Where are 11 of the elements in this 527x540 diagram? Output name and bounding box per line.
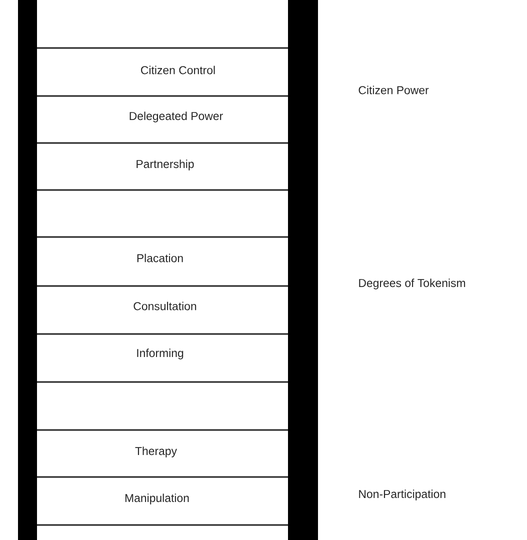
rung-label: Informing xyxy=(137,348,184,360)
rung-label: Manipulation xyxy=(125,494,189,504)
rung-label: Degrees of Tokenism xyxy=(359,278,466,290)
rung-label: Partnership xyxy=(136,160,194,170)
rung-label: Delegeated Power xyxy=(130,112,223,122)
rung-label: Therapy xyxy=(135,446,177,458)
rung-label: Consultation xyxy=(134,302,196,310)
rung-label: Placation xyxy=(137,254,183,262)
rung-label: Citizen Control xyxy=(141,66,215,74)
rung-label: Citizen Power xyxy=(358,86,429,94)
rung-label: Non-Participation xyxy=(359,490,446,500)
